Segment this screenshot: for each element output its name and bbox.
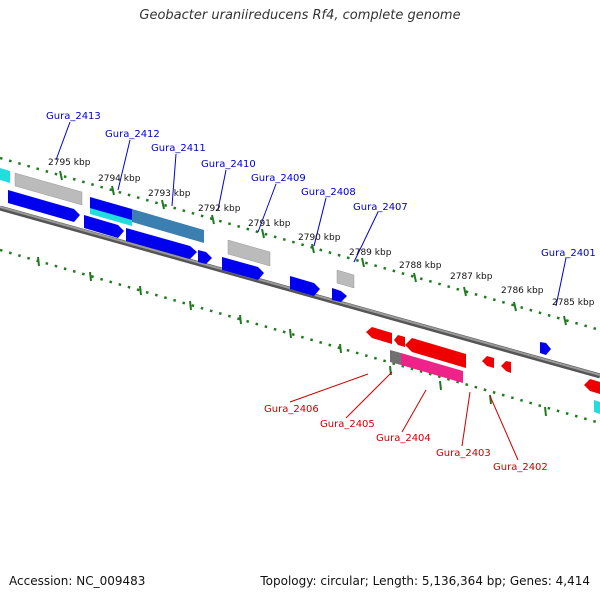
- gene-red-a[interactable]: [366, 327, 392, 344]
- gene-magenta-2404[interactable]: [401, 353, 463, 383]
- gene-label[interactable]: Gura_2403: [436, 448, 491, 459]
- gene-red-2402[interactable]: [501, 361, 511, 373]
- gene-cyan-2412[interactable]: [90, 208, 132, 226]
- gene-label[interactable]: Gura_2411: [151, 143, 206, 154]
- gene-label[interactable]: Gura_2404: [376, 433, 431, 444]
- gene-label[interactable]: Gura_2402: [493, 462, 548, 473]
- gene-red-2404[interactable]: [405, 338, 466, 368]
- kbp-label: 2788 kbp: [399, 261, 442, 271]
- gene-red-2403[interactable]: [482, 356, 494, 368]
- kbp-label: 2789 kbp: [349, 248, 392, 258]
- gene-label[interactable]: Gura_2407: [353, 202, 408, 213]
- kbp-label: 2791 kbp: [248, 219, 291, 229]
- forward-genes: [0, 168, 600, 414]
- gene-grey-2413[interactable]: [14, 172, 83, 206]
- kbp-label: 2793 kbp: [148, 189, 191, 199]
- forward-gene-labels: Gura_2413 Gura_2412 Gura_2411 Gura_2410 …: [46, 111, 596, 259]
- gene-label[interactable]: Gura_2412: [105, 129, 160, 140]
- gene-grey-2409[interactable]: [227, 239, 271, 267]
- gene-blue-b[interactable]: [84, 215, 124, 238]
- gene-blue-2401[interactable]: [540, 342, 551, 355]
- gene-blue-e[interactable]: [222, 257, 264, 280]
- gene-cyan-right[interactable]: [594, 400, 600, 414]
- kbp-label: 2787 kbp: [450, 272, 493, 282]
- major-ticks: [59, 170, 567, 326]
- gene-label[interactable]: Gura_2410: [201, 159, 256, 170]
- gene-blue-f[interactable]: [290, 276, 320, 296]
- reverse-genes: [366, 327, 600, 394]
- gene-red-b[interactable]: [394, 335, 405, 347]
- kbp-label: 2785 kbp: [552, 298, 595, 308]
- gene-blue-a[interactable]: [8, 190, 80, 222]
- gene-cyan-edge[interactable]: [0, 168, 10, 183]
- map-title: Geobacter uraniireducens Rf4, complete g…: [139, 8, 461, 23]
- gene-label[interactable]: Gura_2409: [251, 173, 306, 184]
- gene-label[interactable]: Gura_2413: [46, 111, 101, 122]
- gene-grey-2405[interactable]: [390, 350, 401, 365]
- gene-blue-c[interactable]: [126, 228, 197, 259]
- gene-grey-2407[interactable]: [336, 269, 355, 289]
- gene-blue-2412[interactable]: [90, 197, 132, 222]
- kbp-labels: 2795 kbp 2794 kbp 2793 kbp 2792 kbp 2791…: [48, 158, 595, 308]
- gene-label[interactable]: Gura_2408: [301, 187, 356, 198]
- gene-label[interactable]: Gura_2401: [541, 248, 596, 259]
- kbp-label: 2794 kbp: [98, 174, 141, 184]
- reverse-callouts: [289, 371, 519, 461]
- kbp-label: 2792 kbp: [198, 204, 241, 214]
- gene-label[interactable]: Gura_2406: [264, 404, 319, 415]
- kbp-label: 2795 kbp: [48, 158, 91, 168]
- gene-label[interactable]: Gura_2405: [320, 419, 375, 430]
- gene-blue-d[interactable]: [198, 250, 212, 264]
- gene-blue-g[interactable]: [332, 288, 347, 302]
- kbp-label: 2786 kbp: [501, 286, 544, 296]
- gene-red-right[interactable]: [584, 379, 600, 394]
- forward-callouts: [55, 121, 567, 307]
- accession-label: Accession: NC_009483: [9, 574, 146, 588]
- reverse-gene-labels: Gura_2406 Gura_2405 Gura_2404 Gura_2403 …: [264, 404, 548, 473]
- genome-summary: Topology: circular; Length: 5,136,364 bp…: [260, 574, 590, 588]
- gene-steel-2411[interactable]: [132, 209, 204, 243]
- kbp-label: 2790 kbp: [298, 233, 341, 243]
